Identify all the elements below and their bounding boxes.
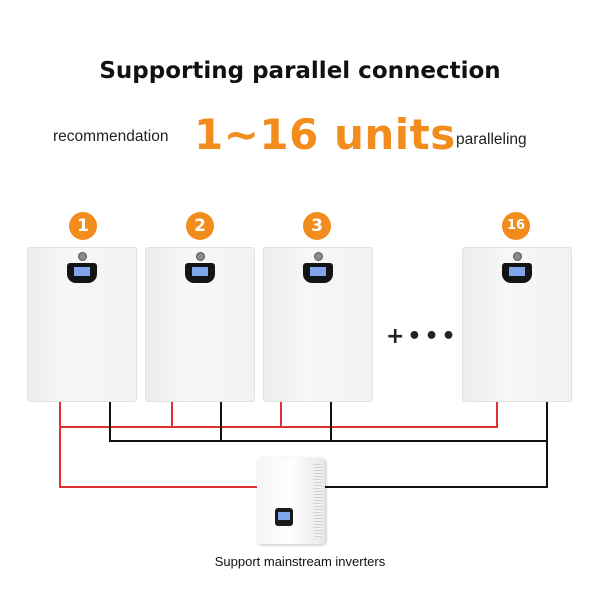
battery-unit-16 bbox=[462, 247, 572, 402]
negative-bus-wire bbox=[109, 402, 548, 442]
page-title: Supporting parallel connection bbox=[99, 58, 501, 84]
unit-badge-3: 3 bbox=[303, 212, 331, 240]
battery-display bbox=[303, 263, 333, 283]
battery-unit-3 bbox=[263, 247, 373, 402]
screw-icon bbox=[314, 252, 323, 261]
unit-badge-2: 2 bbox=[186, 212, 214, 240]
battery-display bbox=[67, 263, 97, 283]
recommendation-label: recommendation bbox=[53, 128, 169, 145]
inverter-unit bbox=[257, 458, 325, 544]
unit-badge-1: 1 bbox=[69, 212, 97, 240]
negative-to-inverter bbox=[325, 441, 548, 488]
screw-icon bbox=[513, 252, 522, 261]
battery-unit-1 bbox=[27, 247, 137, 402]
inverter-display bbox=[275, 508, 293, 526]
battery-display bbox=[502, 263, 532, 283]
battery-unit-2 bbox=[145, 247, 255, 402]
battery-display bbox=[185, 263, 215, 283]
inverter-caption: Support mainstream inverters bbox=[214, 554, 386, 569]
screw-icon bbox=[78, 252, 87, 261]
more-units-indicator: +••• bbox=[386, 324, 459, 349]
screw-icon bbox=[196, 252, 205, 261]
positive-bus-wire bbox=[59, 402, 498, 428]
units-highlight: 1~16 units bbox=[194, 110, 456, 159]
positive-to-inverter bbox=[59, 427, 257, 488]
unit-badge-16: 16 bbox=[502, 212, 530, 240]
paralleling-label: paralleling bbox=[456, 131, 527, 148]
heatsink-fins bbox=[314, 464, 322, 538]
